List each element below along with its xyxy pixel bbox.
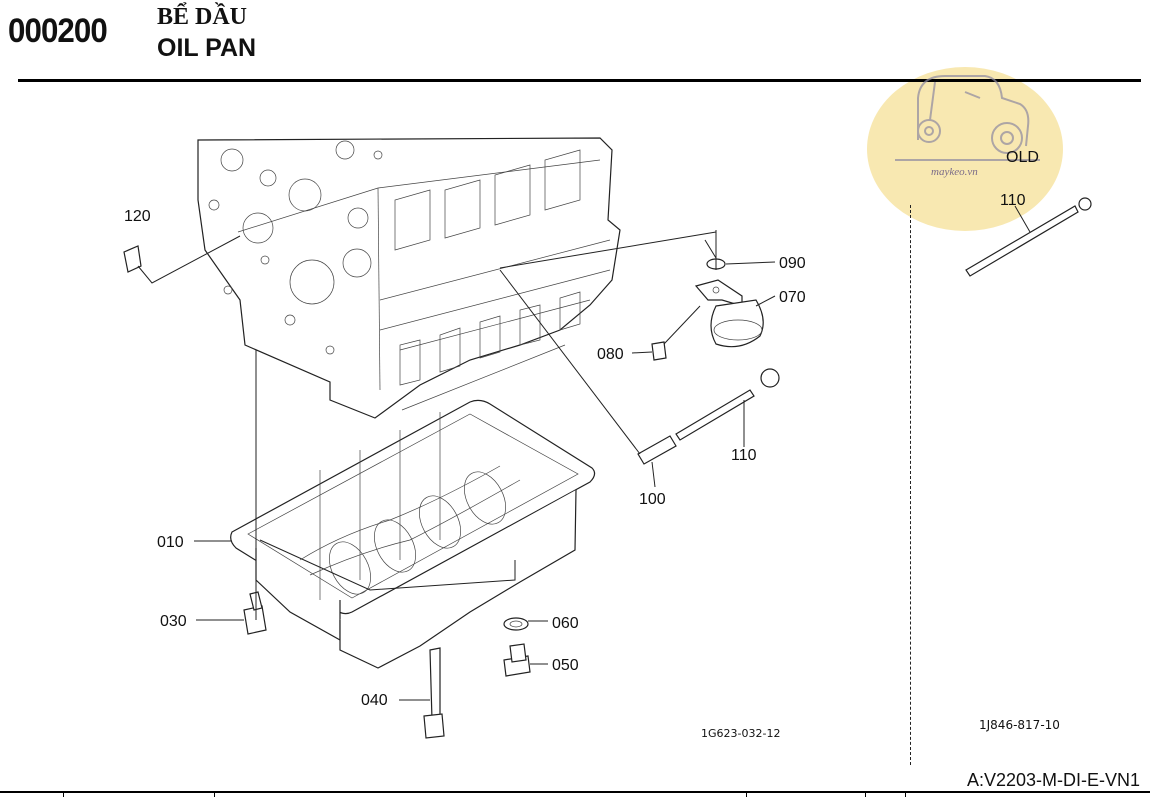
- header-rule: [18, 79, 1141, 82]
- label-030: 030: [160, 613, 187, 630]
- leader-lines: [194, 205, 1031, 701]
- label-090: 090: [779, 255, 806, 272]
- figure-code-old: 1J846-817-10: [979, 718, 1060, 732]
- label-080: 080: [597, 346, 624, 363]
- bolt-080: [651, 305, 701, 361]
- bolt-030: [243, 591, 267, 635]
- footer-rule: [0, 791, 1150, 793]
- label-040: 040: [361, 692, 388, 709]
- dipstick-110: [675, 368, 780, 441]
- old-dipstick-110: [965, 197, 1092, 277]
- label-100: 100: [639, 491, 666, 508]
- seal-060: [503, 617, 529, 631]
- footer-tick: [905, 791, 906, 797]
- oil-strainer-070: [694, 279, 764, 348]
- watermark-logo: [867, 67, 1063, 231]
- figure-code-main: 1G623-032-12: [701, 727, 780, 740]
- plug-120: [123, 235, 241, 284]
- footer-tick: [63, 791, 64, 797]
- stud-040: [423, 647, 445, 739]
- section-code: 000200: [8, 12, 108, 50]
- footer-tick: [746, 791, 747, 797]
- footer-tick: [865, 791, 866, 797]
- old-part-divider: [910, 205, 911, 765]
- label-120: 120: [124, 208, 151, 225]
- oil-pan: [230, 399, 596, 669]
- label-070: 070: [779, 289, 806, 306]
- label-010: 010: [157, 534, 184, 551]
- label-old: OLD: [1006, 149, 1039, 166]
- footer-model-code: A:V2203-M-DI-E-VN1: [966, 770, 1140, 790]
- tractor-icon: [895, 75, 1040, 161]
- guide-100: [637, 435, 677, 465]
- title-english: OIL PAN: [157, 34, 257, 62]
- label-110-old: 110: [1000, 192, 1026, 209]
- label-110: 110: [731, 447, 757, 464]
- engine-block: [197, 137, 621, 419]
- footer-tick: [214, 791, 215, 797]
- watermark-text: maykeo.vn: [931, 166, 978, 178]
- title-vietnamese: BỂ DẦU: [157, 4, 248, 30]
- drain-plug-050: [503, 643, 531, 677]
- label-050: 050: [552, 657, 579, 674]
- label-060: 060: [552, 615, 579, 632]
